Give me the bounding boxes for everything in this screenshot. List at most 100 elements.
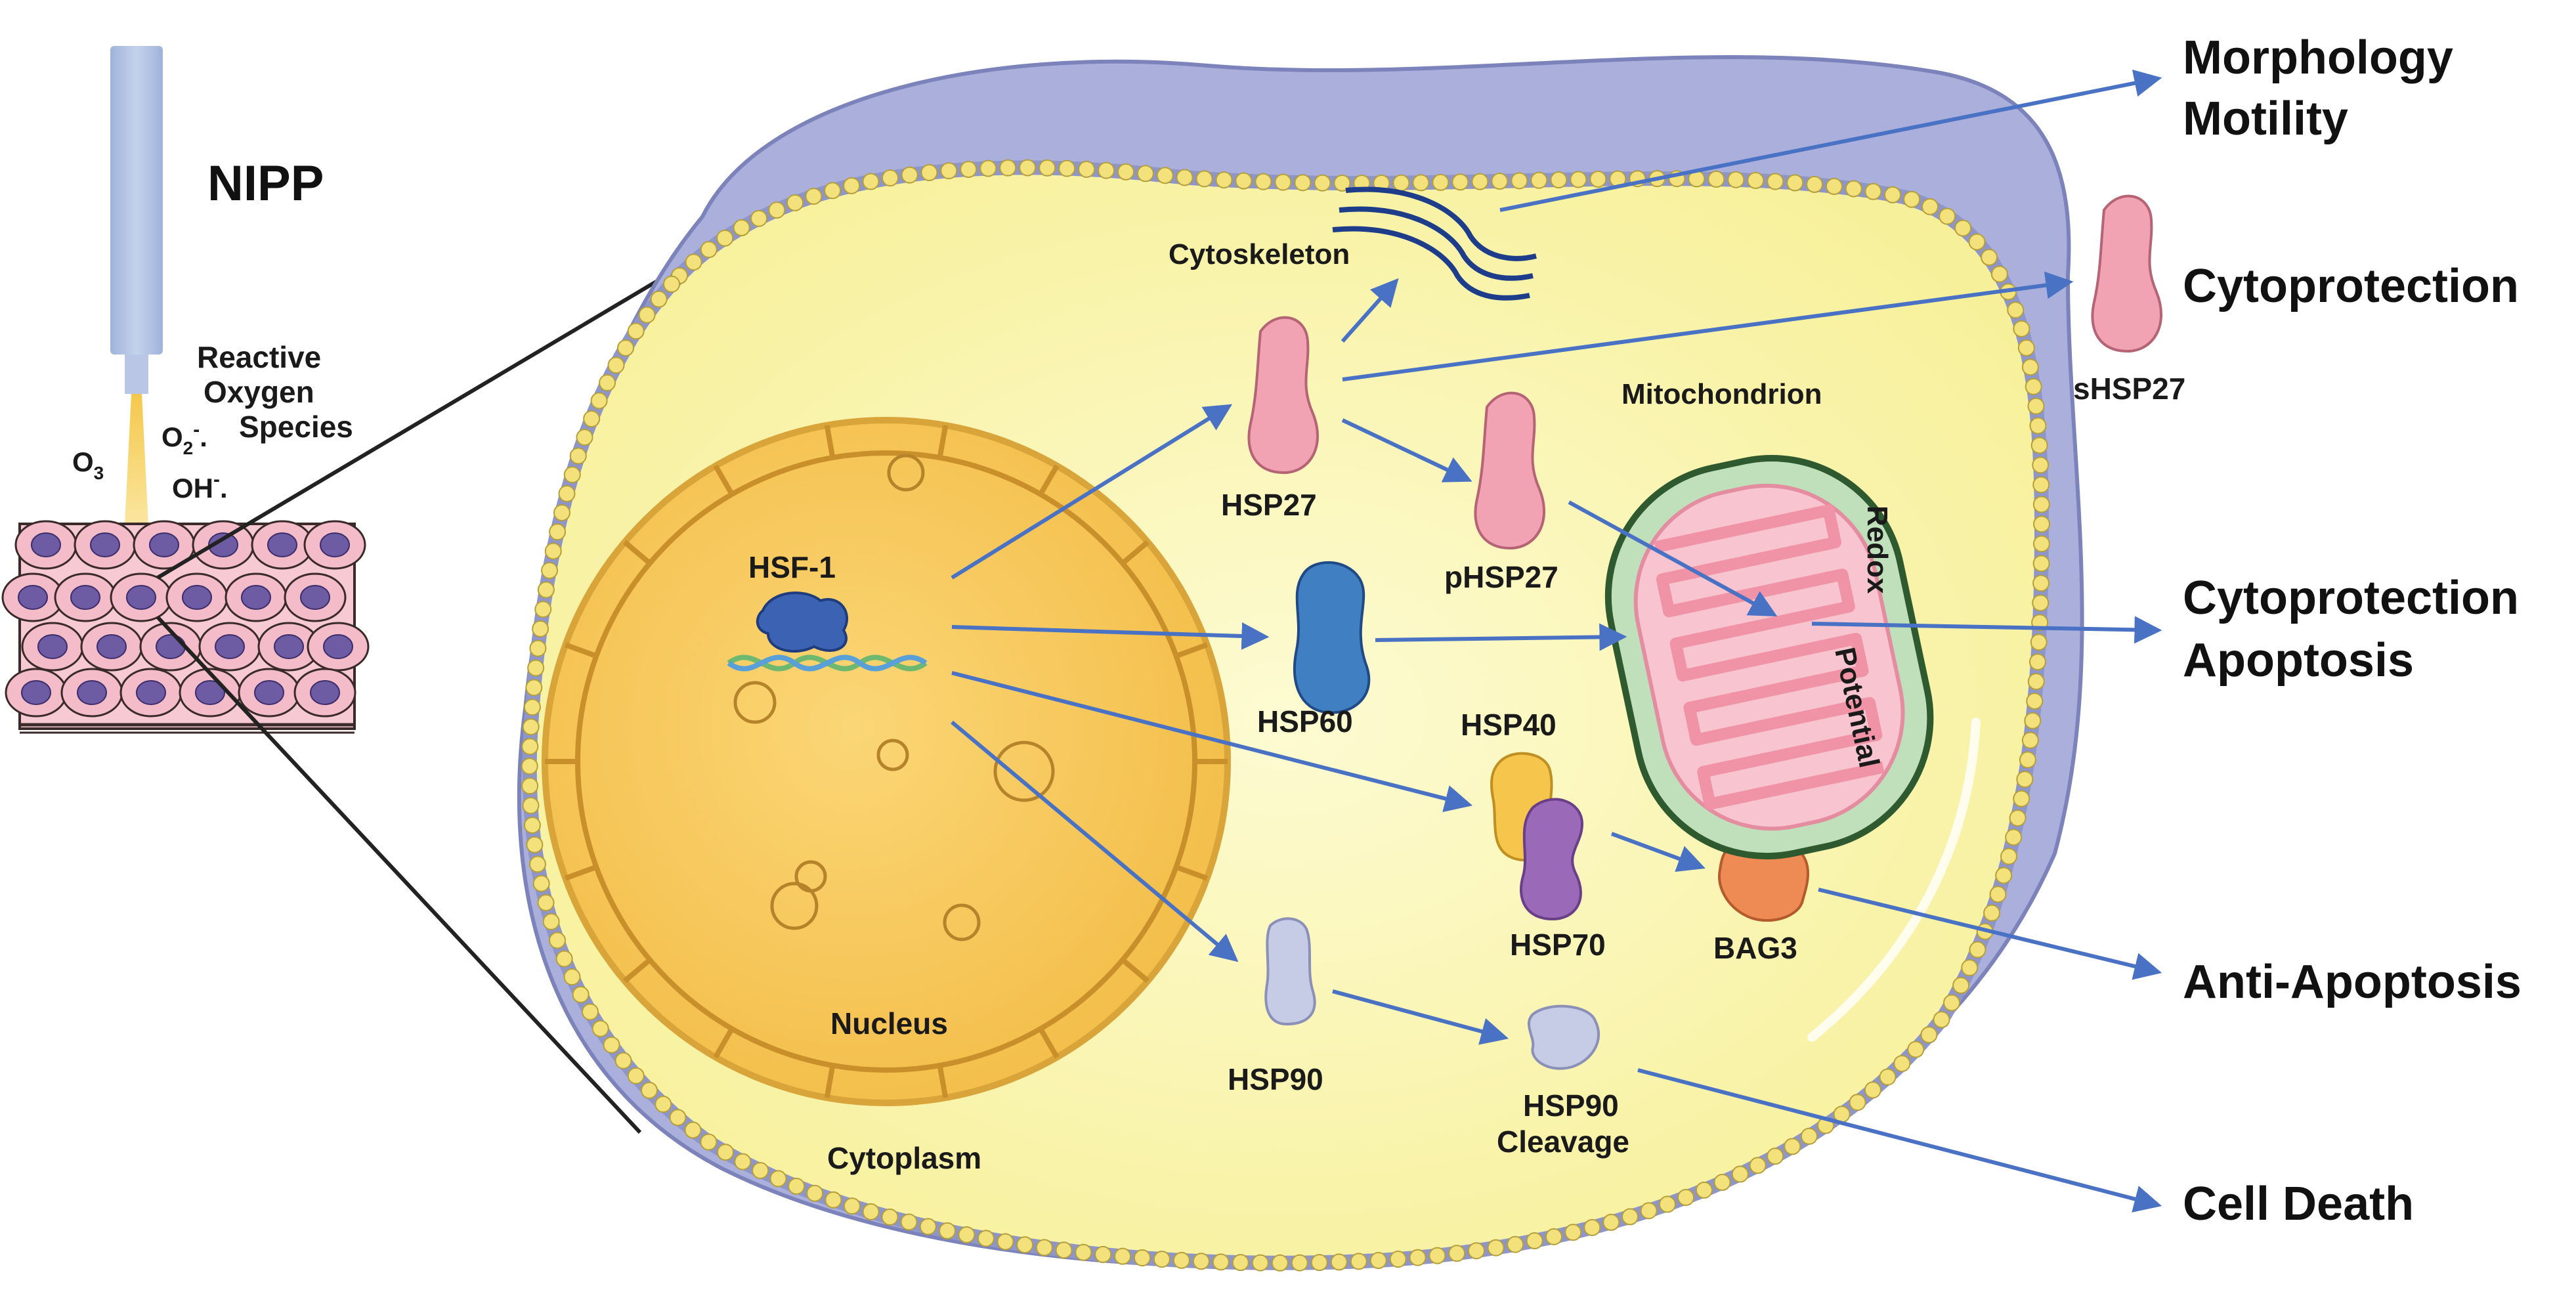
mitochondrion-cristae [1654,504,1885,810]
membrane-bead [940,162,958,180]
membrane-bead [700,241,718,259]
membrane-bead [1933,1011,1950,1029]
membrane-bead [1526,1232,1543,1250]
membrane-bead [1990,265,2008,283]
membrane-bead [522,797,540,815]
tissue-cell-nucleus [18,585,48,610]
membrane-bead [1749,1157,1767,1174]
membrane-bead [529,639,547,657]
membrane-bead [1114,1247,1132,1265]
redox-label-line1: Redox [1861,505,1893,594]
tissue-cell-nucleus [90,532,120,557]
membrane-bead [960,160,977,178]
cytoskeleton-fibers [1332,186,1537,301]
membrane-bead [2000,848,2018,865]
membrane-bead [1153,1251,1170,1268]
membrane-bead [843,1197,861,1215]
membrane-bead [1451,173,1469,191]
membrane-bead [1786,174,1804,192]
membrane-bead [541,561,559,579]
membrane-bead [979,160,997,177]
membrane-bead [583,410,601,428]
membrane-bead [1995,867,2013,884]
membrane-bead [528,855,546,873]
arrow-mitochondrion-to-cytoprotection [1811,616,2162,644]
membrane-bead [1921,198,1939,215]
nuclear-pore [623,540,652,565]
arrow-bag3-to-anti-apoptosis [1818,888,2162,980]
membrane-bead [627,1067,645,1085]
membrane-bead [2016,771,2034,788]
tissue-cell-nucleus [77,680,107,705]
tissue-cell-nucleus [300,585,330,610]
membrane-bead [2032,594,2050,612]
membrane-bead [1658,1195,1676,1213]
membrane-bead [1747,171,1765,189]
nuclear-pore [824,1065,836,1098]
membrane-bead [549,523,567,541]
membrane-bead [526,836,544,853]
membrane-bead [1392,174,1410,192]
membrane-bead [2029,417,2047,435]
dna-strand-b [727,655,928,672]
membrane-bead [1016,1236,1034,1254]
membrane-bead [919,1218,937,1236]
tissue-cell-nucleus [70,585,100,610]
membrane-bead [617,339,635,356]
membrane-bead [1989,886,2007,903]
membrane-bead [1055,1241,1073,1259]
membrane-bead [788,1177,805,1195]
tissue-cell-nucleus [323,634,353,659]
membrane-bead [2029,653,2046,671]
nuclear-pore [713,464,735,496]
membrane-bead [607,356,625,374]
shsp27-label: sHSP27 [2073,372,2185,406]
membrane-bead [1235,172,1253,190]
hsf1-label: HSF-1 [748,550,836,584]
tissue-cell-nucleus [274,634,304,659]
membrane-bead [1314,174,1331,192]
hsp27-label: HSP27 [1221,488,1317,522]
membrane-bead [1039,159,1056,177]
membrane-bead [786,194,804,211]
membrane-bead [1952,977,1970,995]
tissue-cell-nucleus [195,680,225,705]
membrane-bead [1333,174,1351,192]
membrane-bead [824,182,842,200]
hsf1-protein [756,591,848,653]
membrane-bead [527,659,545,677]
phsp27-protein [1474,391,1546,550]
membrane-bead [2024,712,2042,729]
membrane-bead [599,374,616,392]
membrane-bead [1156,167,1174,184]
membrane-bead [1640,1202,1658,1220]
tissue-cell-nucleus [37,634,68,659]
membrane-bead [2030,634,2048,651]
membrane-bead [1192,1253,1210,1270]
membrane-bead [958,1226,976,1243]
membrane-bead [591,1020,609,1037]
nuclear-pore [1175,864,1209,881]
membrane-bead [1677,1188,1695,1206]
membrane-bead [1255,173,1272,190]
tissue-cells [1,520,370,718]
arrow-hsp60-to-mitochondrion [1375,623,1627,651]
membrane-bead [1961,959,1979,977]
plasma-jet-tube [110,46,163,355]
membrane-bead [1695,1181,1713,1199]
hydroxyl-label: OH-. [172,469,228,504]
membrane-bead [2009,809,2027,827]
membrane-bead [1330,1253,1348,1271]
ros-label-line2: Oxygen [204,375,314,409]
cytoplasm-label: Cytoplasm [827,1141,981,1175]
membrane-bead [1864,183,1882,200]
nucleus [542,417,1231,1106]
membrane-bead [1983,904,2001,922]
tissue-cell-nucleus [310,680,340,705]
arrow-cleavage-to-cell-death [1637,1068,2162,1213]
membrane-bead [663,275,681,293]
hsp60-protein [1293,561,1371,714]
nucleus-spots [733,454,1055,941]
ros-label-line1: Reactive [197,340,321,374]
nuclear-pore [564,864,597,881]
